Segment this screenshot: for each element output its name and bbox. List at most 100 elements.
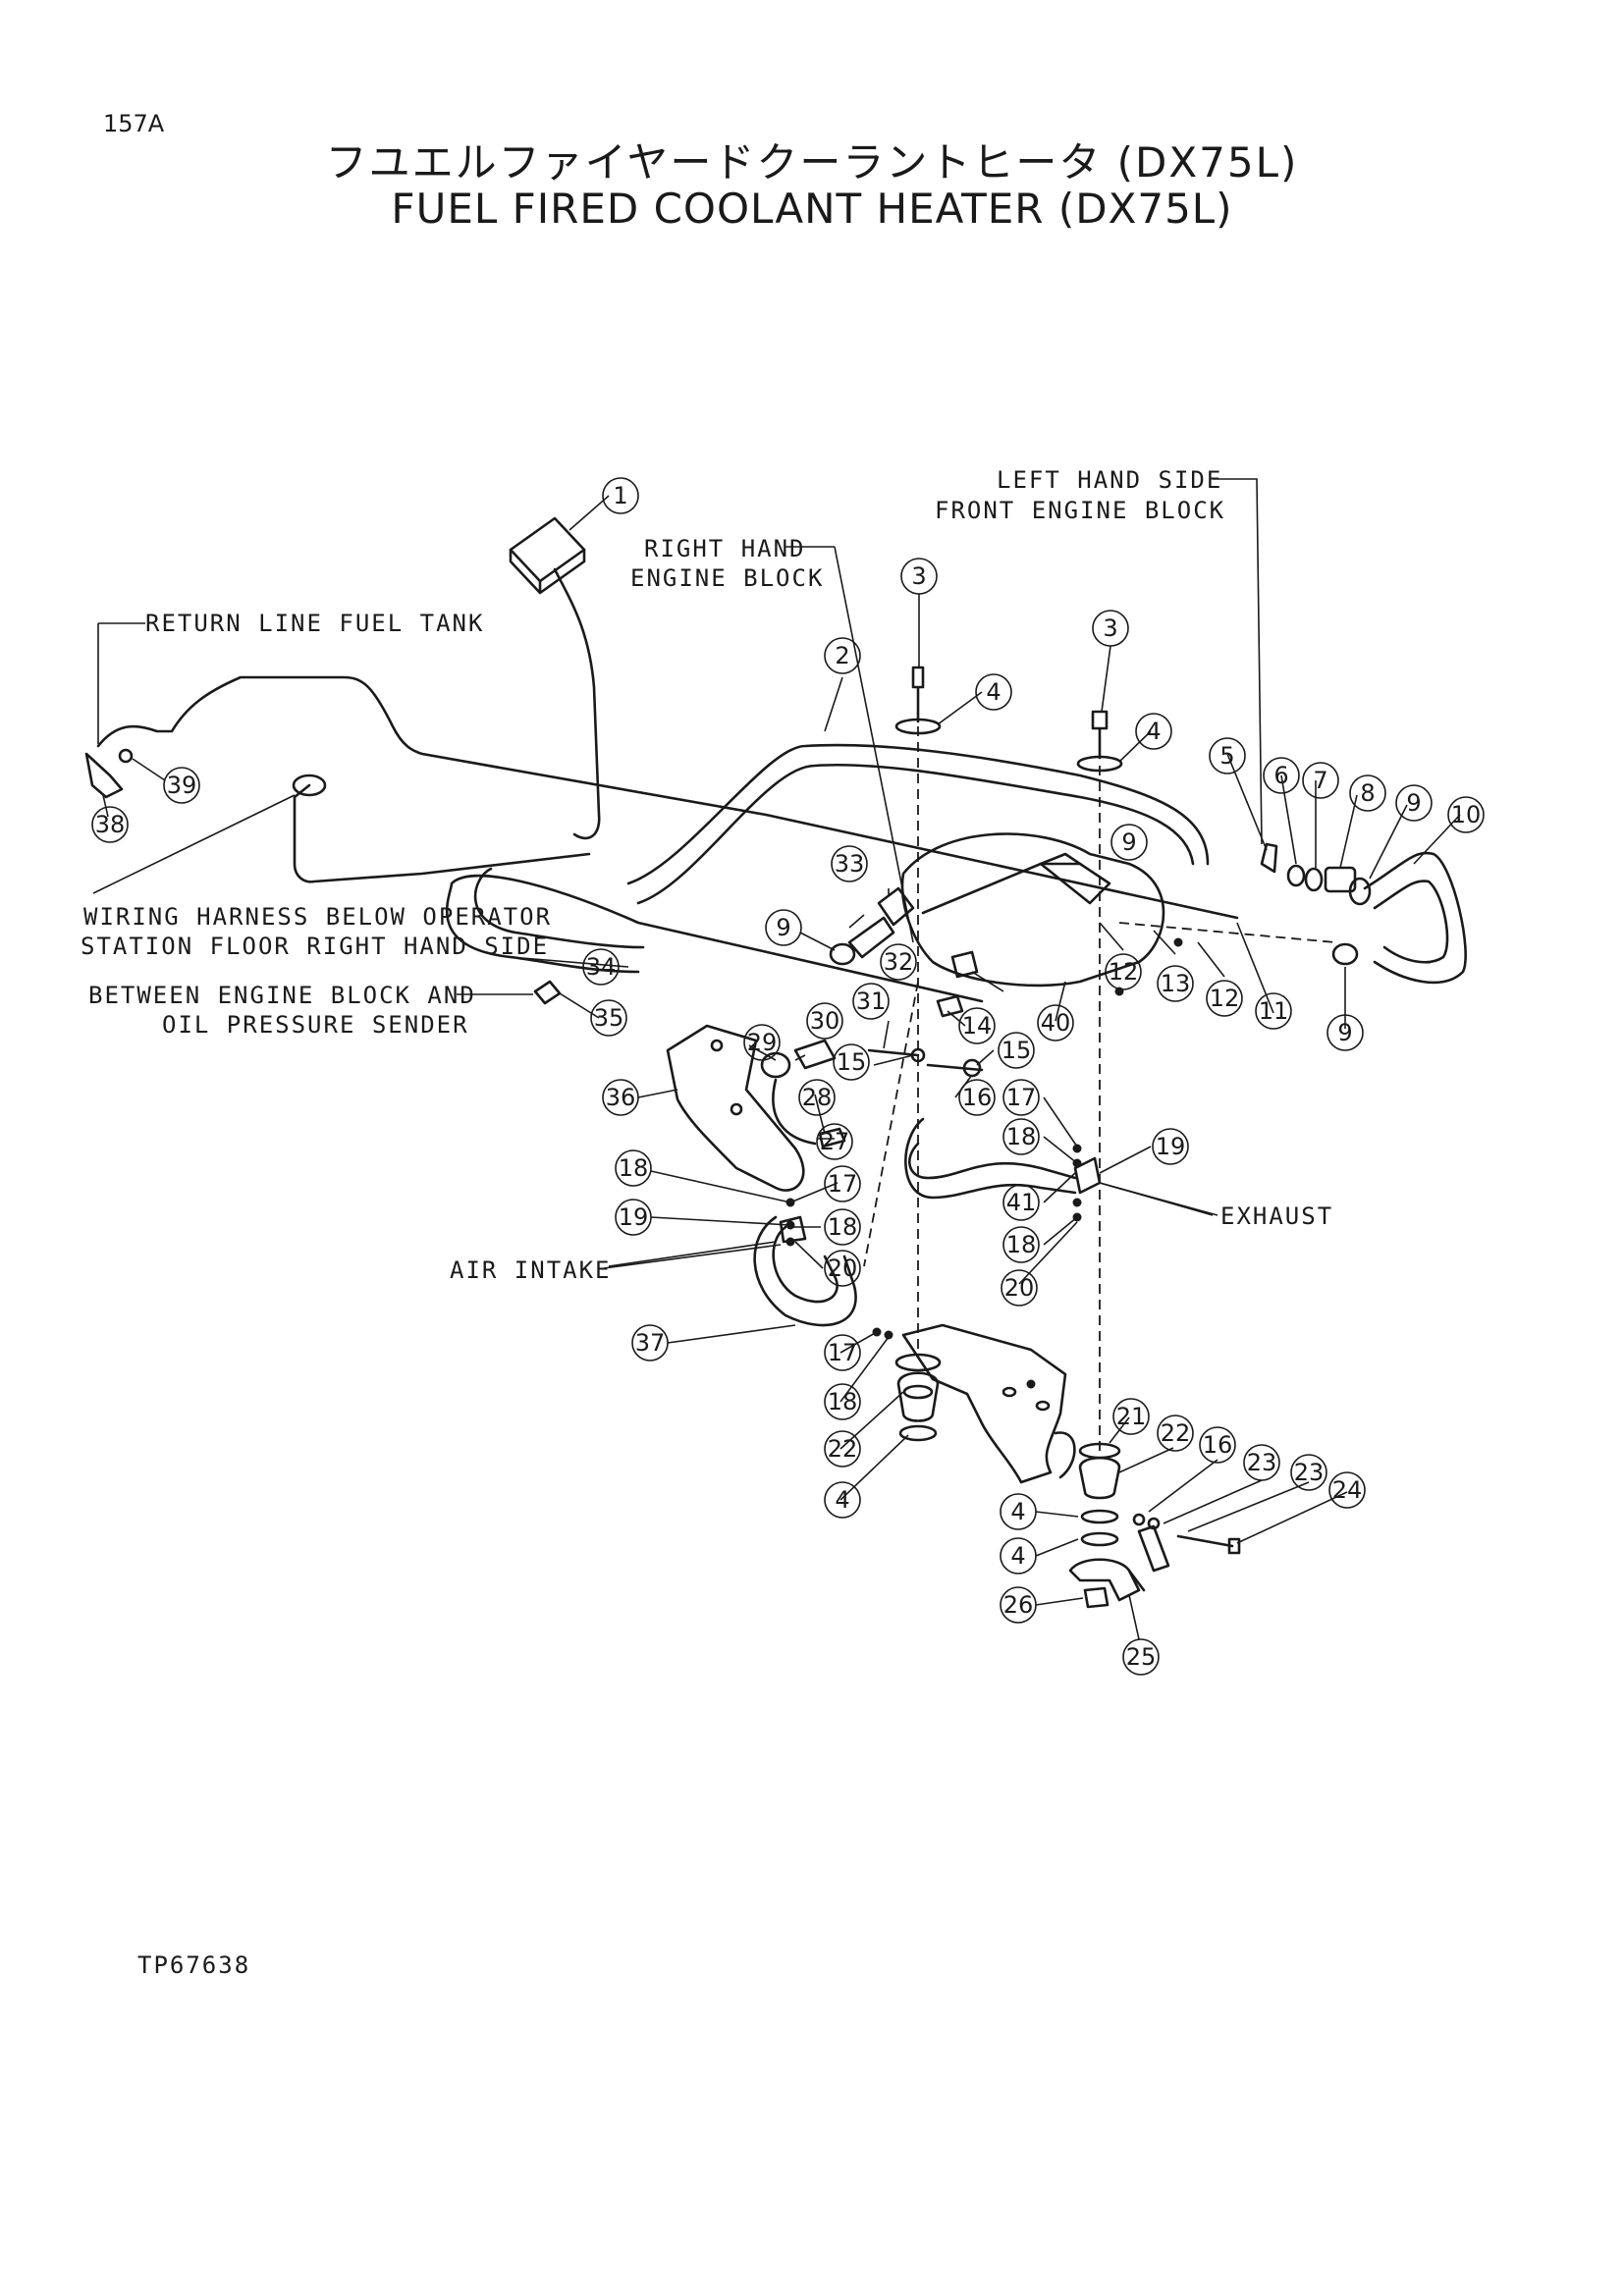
callout-37: 37 — [631, 1324, 669, 1362]
svg-text:1: 1 — [613, 482, 627, 509]
callout-24: 24 — [1328, 1471, 1366, 1509]
callout-30: 30 — [806, 1002, 843, 1040]
notes: RETURN LINE FUEL TANK RIGHT HAND ENGINE … — [81, 466, 1331, 1284]
svg-text:6: 6 — [1273, 762, 1288, 789]
callout-9: 9 — [765, 909, 802, 946]
svg-text:2: 2 — [835, 642, 849, 669]
heater-unit — [900, 832, 1165, 988]
svg-text:30: 30 — [810, 1007, 840, 1035]
svg-text:31: 31 — [856, 988, 887, 1015]
callout-1: 1 — [602, 477, 639, 514]
svg-text:23: 23 — [1294, 1459, 1325, 1486]
callout-16: 16 — [1199, 1426, 1236, 1464]
svg-text:25: 25 — [1126, 1643, 1157, 1671]
svg-text:18: 18 — [828, 1388, 858, 1415]
svg-text:16: 16 — [1203, 1431, 1233, 1459]
svg-text:18: 18 — [1006, 1231, 1037, 1258]
svg-text:40: 40 — [1041, 1009, 1071, 1037]
mount-bracket-21 — [901, 1323, 1067, 1484]
callout-18: 18 — [824, 1208, 861, 1246]
callout-4: 4 — [1135, 713, 1172, 750]
return-fuel-line — [96, 675, 1239, 920]
callout-41: 41 — [1002, 1184, 1040, 1221]
callout-10: 10 — [1447, 796, 1485, 833]
svg-text:29: 29 — [747, 1029, 778, 1056]
svg-text:21: 21 — [1116, 1403, 1147, 1430]
callout-14: 14 — [958, 1007, 996, 1044]
svg-text:9: 9 — [1406, 789, 1421, 817]
callout-38: 38 — [91, 806, 129, 843]
svg-text:18: 18 — [1006, 1123, 1037, 1150]
callout-3: 3 — [1092, 610, 1129, 647]
note-wiring-2: STATION FLOOR RIGHT HAND SIDE — [81, 933, 549, 960]
callout-31: 31 — [852, 983, 890, 1020]
title-japanese: フユエルファイヤードクーラントヒータ (DX75L) — [325, 138, 1299, 187]
callout-17: 17 — [824, 1165, 861, 1202]
svg-text:19: 19 — [1156, 1133, 1186, 1160]
svg-text:11: 11 — [1259, 997, 1289, 1025]
callout-19: 19 — [615, 1199, 652, 1236]
svg-text:16: 16 — [962, 1084, 993, 1111]
callout-4: 4 — [1000, 1537, 1037, 1575]
svg-text:27: 27 — [820, 1128, 850, 1155]
svg-text:17: 17 — [828, 1170, 858, 1198]
callout-22: 22 — [1157, 1415, 1194, 1452]
svg-text:38: 38 — [95, 811, 126, 838]
svg-text:12: 12 — [1210, 985, 1240, 1012]
svg-text:34: 34 — [586, 953, 617, 981]
callout-4: 4 — [1000, 1493, 1037, 1530]
callout-12: 12 — [1105, 953, 1142, 990]
svg-text:9: 9 — [1337, 1019, 1352, 1046]
svg-text:26: 26 — [1003, 1591, 1034, 1619]
callout-23: 23 — [1290, 1454, 1327, 1491]
bracket-36 — [666, 1024, 805, 1192]
svg-text:22: 22 — [1161, 1419, 1191, 1447]
callout-22: 22 — [824, 1430, 861, 1468]
callout-23: 23 — [1243, 1444, 1280, 1481]
callout-13: 13 — [1157, 965, 1194, 1002]
svg-text:20: 20 — [1004, 1274, 1035, 1302]
svg-text:4: 4 — [835, 1486, 849, 1514]
svg-text:18: 18 — [619, 1154, 649, 1182]
page-number: 157A — [103, 110, 165, 137]
leader-lines — [92, 478, 1461, 1640]
callout-20: 20 — [824, 1250, 861, 1287]
note-between-1: BETWEEN ENGINE BLOCK AND — [88, 982, 476, 1009]
svg-text:10: 10 — [1451, 801, 1482, 828]
callout-9: 9 — [1326, 1014, 1364, 1051]
note-right-hand-2: ENGINE BLOCK — [630, 564, 824, 592]
svg-text:4: 4 — [986, 678, 1001, 706]
callout-18: 18 — [615, 1149, 652, 1187]
callout-29: 29 — [743, 1024, 781, 1061]
callout-11: 11 — [1255, 992, 1292, 1030]
svg-text:7: 7 — [1313, 767, 1327, 794]
svg-text:4: 4 — [1010, 1498, 1025, 1525]
svg-text:4: 4 — [1010, 1542, 1025, 1570]
air-intake-hose-37 — [753, 1215, 857, 1327]
callout-19: 19 — [1152, 1128, 1189, 1165]
note-left-hand-2: FRONT ENGINE BLOCK — [935, 497, 1225, 524]
callouts: 1 2 3 3 4 4 5 6 7 8 9 10 9 33 9 32 34 35… — [91, 477, 1485, 1676]
svg-text:15: 15 — [1001, 1037, 1032, 1064]
svg-text:23: 23 — [1247, 1449, 1277, 1476]
callout-4: 4 — [975, 673, 1012, 711]
bracket-25 — [1068, 1558, 1141, 1602]
svg-text:4: 4 — [1146, 718, 1161, 745]
callout-34: 34 — [582, 948, 620, 986]
callout-15: 15 — [998, 1032, 1035, 1069]
callout-17: 17 — [824, 1334, 861, 1371]
svg-text:37: 37 — [635, 1329, 666, 1357]
svg-text:36: 36 — [606, 1084, 636, 1111]
callout-5: 5 — [1209, 737, 1246, 774]
callout-2: 2 — [824, 637, 861, 674]
callout-6: 6 — [1263, 757, 1300, 794]
callout-39: 39 — [163, 767, 200, 804]
svg-text:32: 32 — [884, 948, 914, 976]
svg-text:3: 3 — [1103, 614, 1117, 642]
svg-text:18: 18 — [828, 1213, 858, 1241]
svg-text:19: 19 — [619, 1203, 649, 1231]
svg-text:24: 24 — [1332, 1476, 1363, 1504]
svg-text:17: 17 — [1006, 1084, 1037, 1111]
callout-8: 8 — [1349, 774, 1386, 812]
callout-17: 17 — [1002, 1079, 1040, 1116]
